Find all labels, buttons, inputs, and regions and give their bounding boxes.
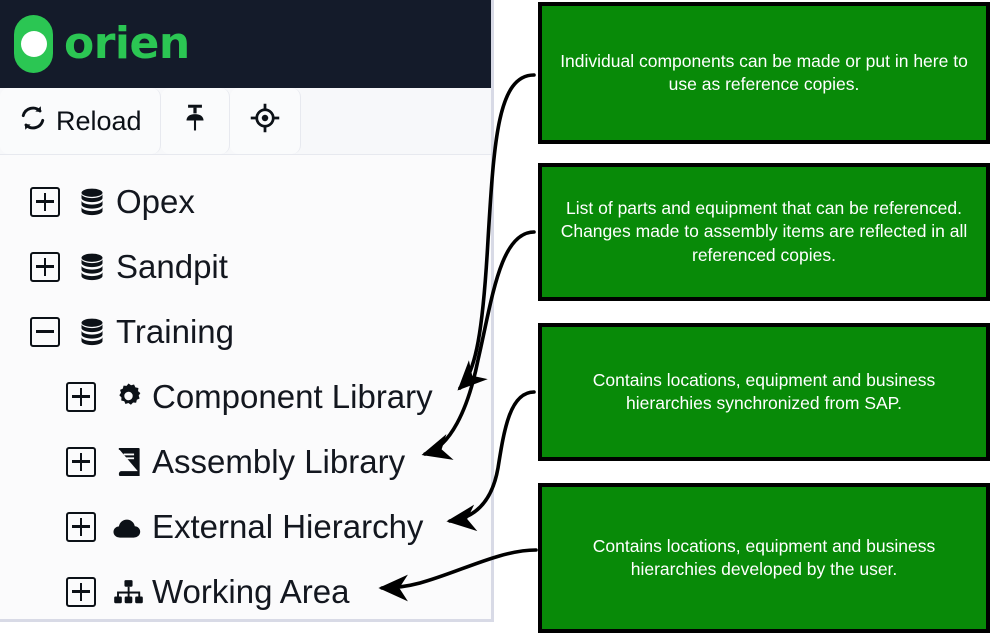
tree-item-label: External Hierarchy <box>152 508 424 545</box>
tree-item-working-area[interactable]: Working Area <box>0 559 491 619</box>
hierarchy-tree: Opex Sandpit <box>0 155 491 619</box>
annotation-callout-working-area: Contains locations, equipment and busine… <box>538 483 990 633</box>
annotation-text: List of parts and equipment that can be … <box>560 198 968 265</box>
orien-logo-icon <box>14 15 53 73</box>
annotation-callout-assembly-library: List of parts and equipment that can be … <box>538 163 990 301</box>
expand-toggle-icon[interactable] <box>66 576 96 607</box>
toolbar-spacer <box>300 88 491 154</box>
tree-item-label: Assembly Library <box>152 443 406 480</box>
tree-item-external-hierarchy[interactable]: External Hierarchy <box>0 494 491 559</box>
annotation-text: Contains locations, equipment and busine… <box>592 535 936 579</box>
cloud-icon <box>111 510 145 544</box>
reload-icon <box>18 103 48 140</box>
panel-toolbar: Reload <box>0 88 491 155</box>
reload-button-label: Reload <box>56 105 142 136</box>
tree-item-label: Training <box>116 313 234 350</box>
locate-target-button[interactable] <box>229 88 301 154</box>
navigator-panel: orien Reload <box>0 0 494 622</box>
app-brand-name: orien <box>64 18 190 69</box>
tree-item-component-library[interactable]: Component Library <box>0 364 491 429</box>
tree-item-training[interactable]: Training <box>0 299 491 364</box>
tree-item-sandpit[interactable]: Sandpit <box>0 234 491 299</box>
expand-toggle-icon[interactable] <box>66 446 96 477</box>
annotation-callout-external-hierarchy: Contains locations, equipment and busine… <box>538 323 990 461</box>
reload-button[interactable]: Reload <box>0 88 161 154</box>
pin-button[interactable] <box>160 88 230 154</box>
orien-logo-inner-dot <box>20 31 47 57</box>
expand-toggle-icon[interactable] <box>30 186 60 217</box>
database-icon <box>75 250 109 284</box>
annotation-text: Individual components can be made or put… <box>560 50 968 94</box>
sitemap-icon <box>111 575 145 609</box>
expand-toggle-icon[interactable] <box>66 511 96 542</box>
gear-icon <box>111 380 145 414</box>
app-header: orien <box>0 0 491 88</box>
database-icon <box>75 185 109 219</box>
collapse-toggle-icon[interactable] <box>30 316 60 347</box>
tree-item-label: Working Area <box>152 573 350 610</box>
annotation-text: Contains locations, equipment and busine… <box>592 369 936 413</box>
pin-icon <box>181 103 209 140</box>
expand-toggle-icon[interactable] <box>30 251 60 282</box>
book-icon <box>111 445 145 479</box>
tree-item-label: Opex <box>116 183 195 220</box>
tree-item-assembly-library[interactable]: Assembly Library <box>0 429 491 494</box>
tree-item-label: Component Library <box>152 378 433 415</box>
expand-toggle-icon[interactable] <box>66 381 96 412</box>
tree-item-label: Sandpit <box>116 248 228 285</box>
tree-item-opex[interactable]: Opex <box>0 169 491 234</box>
annotation-callout-component-library: Individual components can be made or put… <box>538 2 990 144</box>
database-icon <box>75 315 109 349</box>
locate-target-icon <box>250 103 280 140</box>
